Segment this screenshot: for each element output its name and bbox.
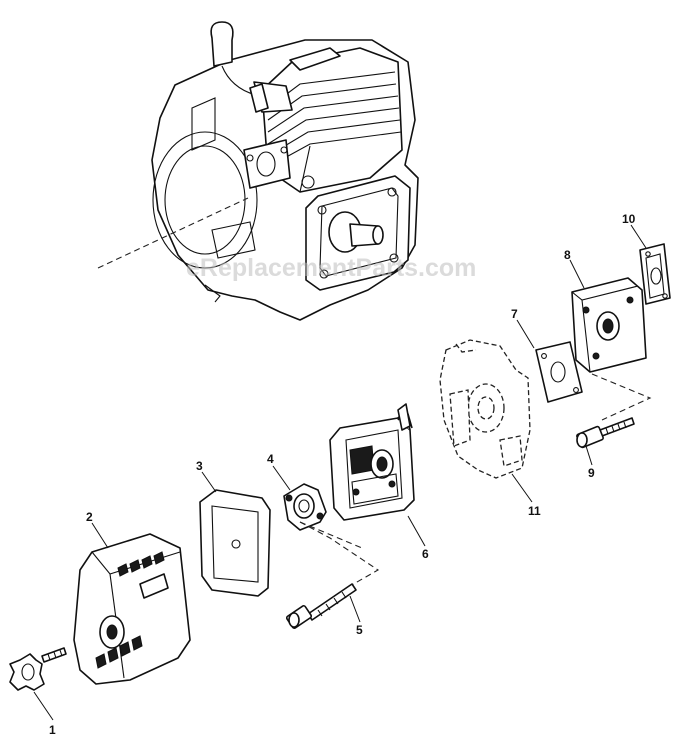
callout-9: 9 xyxy=(588,466,595,480)
part-1-knob xyxy=(9,647,67,691)
part-7-gasket xyxy=(535,341,583,403)
callout-3: 3 xyxy=(196,459,203,473)
part-9-screw xyxy=(576,417,635,449)
callout-2: 2 xyxy=(86,510,93,524)
callout-5: 5 xyxy=(356,623,363,637)
leader-lines xyxy=(33,224,647,721)
watermark-text: eReplacementParts.com xyxy=(186,254,476,282)
part-8-insulator xyxy=(571,277,647,373)
part-3-filter-element xyxy=(199,489,271,597)
callout-11: 11 xyxy=(528,504,541,518)
part-6-air-cleaner-case xyxy=(329,403,415,521)
part-2-air-cleaner-cover xyxy=(73,533,191,685)
part-4-plate xyxy=(283,483,327,531)
callout-6: 6 xyxy=(422,547,429,561)
part-10-gasket xyxy=(639,243,671,305)
callout-4: 4 xyxy=(267,452,274,466)
engine-assembly xyxy=(97,21,419,321)
part-5-screw xyxy=(285,583,357,629)
part-11-carburetor xyxy=(439,339,531,479)
callout-1: 1 xyxy=(49,723,56,737)
callout-8: 8 xyxy=(564,248,571,262)
callout-7: 7 xyxy=(511,307,518,321)
callout-labels: 1 2 3 4 5 6 7 8 9 10 11 xyxy=(49,212,636,737)
callout-10: 10 xyxy=(622,212,636,226)
